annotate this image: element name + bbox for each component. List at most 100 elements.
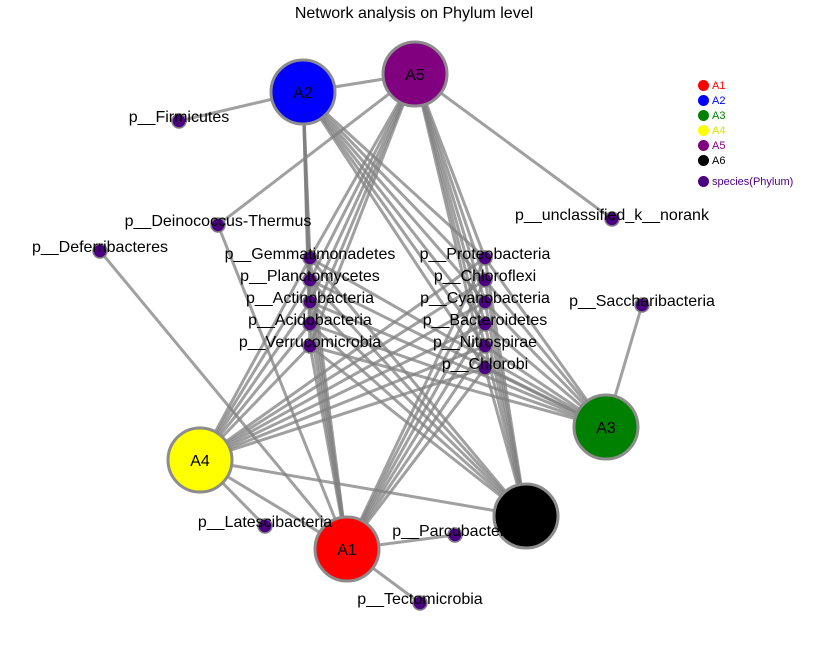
sample-node-a5[interactable]	[381, 40, 449, 108]
legend-label: A1	[712, 79, 726, 92]
legend-label: A2	[712, 94, 726, 107]
species-label: p__Cyanobacteria	[420, 290, 550, 307]
legend-dot	[698, 80, 709, 91]
sample-node-a4[interactable]	[166, 426, 234, 494]
species-label: p__Latescibacteria	[198, 514, 332, 531]
legend-label: A5	[712, 139, 726, 152]
species-node-latescibacteria[interactable]	[257, 518, 273, 534]
species-node-nitrospirae[interactable]	[477, 338, 493, 354]
edge-Bacteroidetes-A2	[301, 91, 487, 325]
legend-dot	[698, 95, 709, 106]
edge-Chlorobi-A2	[301, 91, 487, 369]
species-label: p__Chlorobi	[442, 356, 528, 373]
species-node-verrucomicrobia[interactable]	[302, 338, 318, 354]
edge-Verrucomicrobia-A1	[308, 345, 349, 550]
legend-item-a2: A2	[698, 93, 793, 108]
sample-label: A5	[405, 67, 425, 84]
species-label: p__Planctomycetes	[240, 268, 380, 285]
species-node-tectomicrobia[interactable]	[412, 595, 428, 611]
species-node-parcubacteria[interactable]	[447, 527, 463, 543]
edge-Bacteroidetes-A4	[199, 322, 486, 462]
sample-label: A4	[190, 453, 210, 470]
species-label: p__Tectomicrobia	[357, 591, 483, 608]
edge-Actinobacteria-A5	[308, 73, 417, 303]
sample-node-a1[interactable]	[313, 515, 381, 583]
species-node-proteobacteria[interactable]	[477, 250, 493, 266]
edge-Proteobacteria-A3	[483, 257, 608, 428]
species-label: p__Nitrospirae	[433, 334, 537, 351]
edge-Actinobacteria-A3	[309, 300, 607, 429]
species-label: p__Gemmatimonadetes	[225, 246, 396, 263]
legend: A1 A2 A3 A4 A5 A6 species(Phylum)	[698, 78, 793, 189]
legend-dot	[698, 140, 709, 151]
edge-Verrucomicrobia-A3	[309, 344, 607, 429]
species-node-deferribacteres[interactable]	[92, 243, 108, 259]
species-node-chlorobi[interactable]	[477, 360, 493, 376]
legend-item-a4: A4	[698, 123, 793, 138]
sample-node-a6[interactable]	[492, 482, 560, 550]
species-node-bacteroidetes[interactable]	[477, 316, 493, 332]
species-node-cyanobacteria[interactable]	[477, 294, 493, 310]
sample-label: A2	[293, 85, 313, 102]
species-node-deinococcus[interactable]	[210, 217, 226, 233]
species-node-firmicutes[interactable]	[171, 113, 187, 129]
edge-Deinococcus-A1	[216, 224, 349, 550]
species-label: p__Actinobacteria	[246, 290, 374, 307]
edge-Planctomycetes-A5	[308, 73, 417, 281]
edge-Planctomycetes-A4	[198, 279, 312, 461]
edge-Gemmatimonadetes-A6	[308, 257, 528, 517]
edge-Verrucomicrobia-A5	[308, 73, 417, 347]
legend-dot	[698, 176, 709, 187]
edge-Bacteroidetes-A1	[345, 323, 487, 550]
legend-label: A6	[712, 154, 726, 167]
sample-node-a2[interactable]	[269, 58, 337, 126]
edge-Verrucomicrobia-A6	[309, 344, 527, 518]
legend-item-species: species(Phylum)	[698, 174, 793, 189]
species-node-actinobacteria[interactable]	[302, 294, 318, 310]
legend-item-a6: A6	[698, 153, 793, 168]
species-label: p__Chloroflexi	[434, 268, 536, 285]
edge-A4-A6	[199, 458, 527, 518]
species-node-gemmatimonadetes[interactable]	[302, 250, 318, 266]
edge-Cyanobacteria-A4	[199, 300, 486, 462]
edge-Chloroflexi-A2	[301, 90, 487, 282]
species-label: p__Deinococcus-Thermus	[125, 213, 312, 230]
legend-label: A3	[712, 109, 726, 122]
species-label: p__Parcubacteria	[392, 523, 518, 540]
legend-item-a1: A1	[698, 78, 793, 93]
legend-label: A4	[712, 124, 726, 137]
species-node-unclassified[interactable]	[604, 211, 620, 227]
edge-Actinobacteria-A6	[308, 300, 528, 518]
species-node-saccharibacteria[interactable]	[634, 297, 650, 313]
species-label: p__Acidobacteria	[248, 312, 372, 329]
legend-item-a5: A5	[698, 138, 793, 153]
edge-Proteobacteria-A4	[199, 256, 486, 462]
legend-dot	[698, 125, 709, 136]
edge-unclassified-A5	[414, 72, 613, 221]
species-label: p__Proteobacteria	[420, 246, 551, 263]
edge-Cyanobacteria-A2	[301, 91, 487, 303]
legend-dot	[698, 155, 709, 166]
edge-Deferribacteres-A1	[98, 250, 349, 550]
edge-Chlorobi-A4	[199, 366, 486, 462]
species-node-planctomycetes[interactable]	[302, 272, 318, 288]
edge-Chlorobi-A5	[413, 73, 487, 369]
sample-node-a3[interactable]	[572, 393, 640, 461]
legend-dot	[698, 110, 709, 121]
edge-Proteobacteria-A1	[345, 257, 487, 550]
edge-Nitrospirae-A2	[301, 91, 487, 347]
species-node-chloroflexi[interactable]	[477, 272, 493, 288]
edge-Cyanobacteria-A1	[345, 301, 487, 550]
edge-Planctomycetes-A6	[308, 278, 528, 518]
legend-item-a3: A3	[698, 108, 793, 123]
species-node-acidobacteria[interactable]	[302, 316, 318, 332]
species-label: p__Deferribacteres	[32, 239, 168, 256]
legend-label: species(Phylum)	[712, 175, 794, 188]
sample-label: A1	[337, 542, 357, 559]
species-label: p__Firmicutes	[129, 109, 229, 126]
edge-Nitrospirae-A1	[345, 345, 487, 550]
edge-Gemmatimonadetes-A4	[198, 257, 312, 461]
edge-Chlorobi-A1	[345, 367, 487, 550]
edge-Nitrospirae-A4	[199, 344, 486, 462]
